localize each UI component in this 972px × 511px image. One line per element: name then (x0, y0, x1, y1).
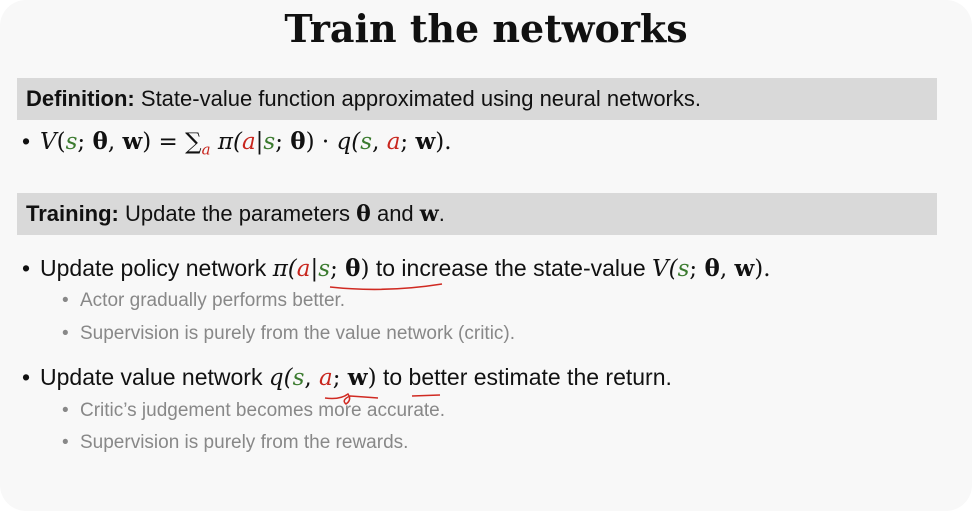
value-underline-w (411, 394, 441, 397)
value-sub-1: •Critic’s judgement becomes more accurat… (62, 400, 446, 421)
policy-sub-2: •Supervision is purely from the value ne… (62, 323, 516, 344)
value-bullet: •Update value network q(s, a; w) to bett… (22, 364, 672, 391)
definition-text: State-value function approximated using … (140, 86, 701, 111)
definition-band (17, 78, 937, 120)
formula-line: • V(s; θ, w) = ∑a π(a|s; θ) · q(s, a; w). (22, 128, 452, 159)
bullet: • (22, 128, 31, 154)
formula-V: V(s; θ, w) = ∑a π(a|s; θ) · q(s, a; w). (40, 128, 452, 159)
state-value-symbol: V(s; θ, w). (652, 255, 771, 282)
definition-label: Definition: (26, 86, 135, 111)
value-underline-squiggle (324, 392, 379, 405)
definition-line: Definition: State-value function approxi… (26, 86, 701, 112)
training-label: Training: (26, 201, 119, 226)
training-band (17, 193, 937, 235)
value-sub-2: •Supervision is purely from the rewards. (62, 432, 409, 453)
training-line: Training: Update the parameters θ and w. (26, 201, 445, 227)
page-title: Train the networks (284, 6, 688, 51)
policy-sub-1: •Actor gradually performs better. (62, 290, 346, 311)
policy-bullet: •Update policy network π(a|s; θ) to incr… (22, 255, 771, 282)
value-network-symbol: q(s, a; w) (268, 364, 377, 391)
policy-network-symbol: π(a|s; θ) (272, 255, 370, 282)
policy-underline (329, 283, 443, 291)
